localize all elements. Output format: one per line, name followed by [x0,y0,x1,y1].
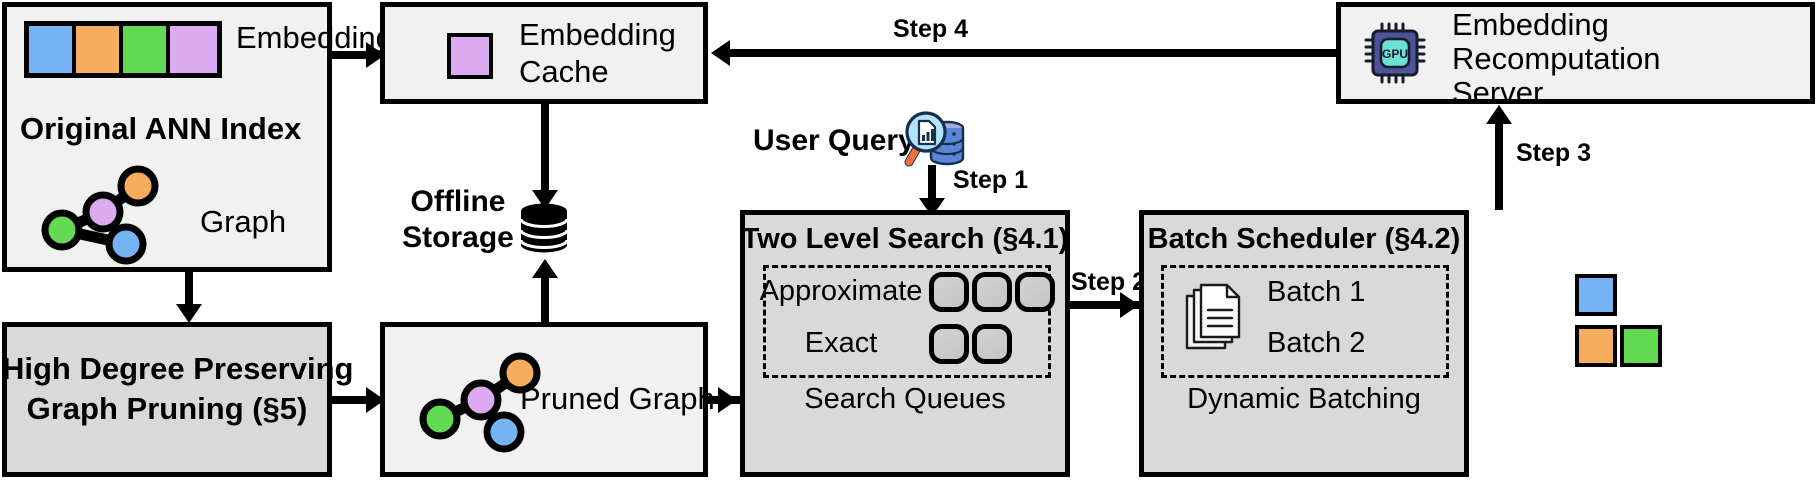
approximate-row-label: Approximate [759,275,923,307]
embedding-cell-purple [170,26,217,73]
gpu-icon-text: GPU [1382,47,1408,61]
embedding-cache-title-line1: Embedding [519,17,676,52]
approximate-slot-3 [1015,272,1055,312]
batch-scheduler-title: Batch Scheduler (§4.2) [1147,223,1461,255]
recomputation-server-line3: Server [1452,75,1544,110]
arrow-index-to-pruning-line [185,272,193,306]
user-query-label: User Query [753,124,915,157]
dynamic-batching-footer: Dynamic Batching [1187,383,1421,415]
embedding-cell-blue [29,26,76,73]
embedding-cell-green [123,26,170,73]
batch-2-swatch-green [1620,325,1662,367]
exact-slot-2 [972,324,1012,364]
embedding-cache-swatch [447,33,493,79]
graph-pruning-title-line1: High Degree Preserving [2,351,354,386]
step2-label: Step 2 [1071,268,1147,296]
graph-pruning-box [2,322,332,477]
pruned-graph-label: Pruned Graph [520,381,715,416]
arrow-step4-line [730,49,1338,57]
batch-2-swatch-orange [1575,325,1617,367]
batch-2-label: Batch 2 [1267,327,1366,359]
arrow-pruning-to-pruned-line [332,396,370,404]
recomputation-server-line1: Embedding [1452,7,1609,42]
exact-row-label: Exact [804,327,878,359]
pruned-graph-box [380,322,708,477]
gpu-chip-icon: GPU [1364,22,1426,84]
embedding-cell-orange [76,26,123,73]
recomputation-server-line2: Recomputation [1452,41,1661,76]
search-queues-region [763,265,1051,378]
approximate-slot-2 [972,272,1012,312]
arrow-pruned-to-storage-line [541,278,549,324]
graph-label: Graph [200,204,287,239]
database-icon [518,203,570,253]
search-database-icon [900,107,968,173]
arrow-step3-head [1486,105,1512,124]
step1-label: Step 1 [953,166,1029,194]
arrow-index-to-pruning-head [176,304,202,323]
embedding-cache-box [380,2,708,104]
graph-pruning-title-line2: Graph Pruning (§5) [26,391,308,426]
arrow-step4-head [711,40,730,66]
exact-slot-1 [929,324,969,364]
two-level-search-title: Two Level Search (§4.1) [741,223,1069,255]
arrow-cache-to-storage-line [541,104,549,195]
approximate-slot-1 [929,272,969,312]
batch-1-label: Batch 1 [1267,276,1366,308]
search-queues-footer: Search Queues [804,383,1006,415]
embedding-cache-title-line2: Cache [519,54,609,89]
offline-storage-label-line2: Storage [402,221,514,254]
original-ann-index-title: Original ANN Index [20,111,302,146]
step3-label: Step 3 [1516,139,1592,167]
two-level-search-box [740,210,1070,477]
arrow-index-to-cache-line [332,51,370,59]
batch-1-swatch-blue [1575,274,1617,316]
original-graph-illustration [34,165,174,265]
arrow-step2-head [1120,292,1139,318]
dynamic-batching-region [1161,265,1449,378]
pruned-graph-illustration [412,350,552,453]
arrow-step3-line [1495,124,1503,210]
arrow-step1-line [928,165,936,203]
arrow-pruned-to-search-head [718,387,737,413]
embedding-vector-swatches [24,21,222,78]
documents-icon [1183,283,1245,356]
step4-label: Step 4 [893,15,969,43]
offline-storage-label-line1: Offline [410,185,506,218]
arrow-step2-line [1070,301,1140,309]
arrow-pruned-to-storage-head [532,259,558,278]
